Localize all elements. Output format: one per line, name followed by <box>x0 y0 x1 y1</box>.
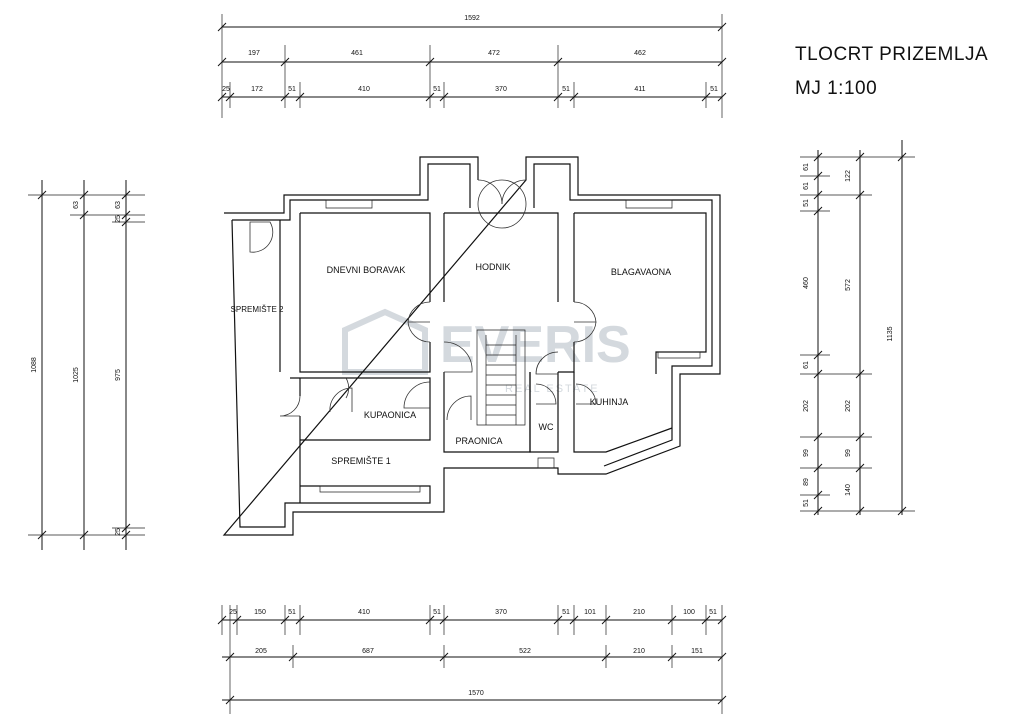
room-praonica: PRAONICA <box>455 436 502 446</box>
dim-left-small: 25 <box>115 215 122 223</box>
dim-right-inner: 61 <box>803 163 810 171</box>
dim-top-inner: 51 <box>562 86 570 93</box>
dim-right-inner: 51 <box>803 499 810 507</box>
dim-bottom-total: 1570 <box>468 690 484 697</box>
bottom-dimensions: 25 150 51 410 51 370 51 101 210 100 51 2… <box>217 605 727 714</box>
dim-left: 1088 <box>31 357 38 373</box>
room-spremiste-2: SPREMIŠTE 2 <box>231 305 284 314</box>
dim-right-mid: 122 <box>845 170 852 182</box>
dim-top-inner: 410 <box>358 86 370 93</box>
dim-right-total: 1135 <box>887 326 894 341</box>
dim-left-small: 63 <box>115 201 122 209</box>
dim-bottom-inner: 370 <box>495 609 507 616</box>
dim-bottom-mid: 210 <box>633 648 645 655</box>
watermark: EVERIS REAL ESTATE <box>342 308 631 395</box>
dim-top-inner: 370 <box>495 86 507 93</box>
dim-right-inner: 202 <box>803 400 810 412</box>
room-kupaonica: KUPAONICA <box>364 410 416 420</box>
dim-left: 1025 <box>73 367 80 383</box>
dim-top-mid: 197 <box>248 50 260 57</box>
dim-bottom-inner: 51 <box>433 609 441 616</box>
dim-top-inner: 25 <box>222 86 230 93</box>
left-dimensions: 1088 1025 975 63 63 25 25 <box>28 180 145 550</box>
room-dnevni-boravak: DNEVNI BORAVAK <box>327 265 406 275</box>
dim-right-mid: 572 <box>845 279 852 291</box>
dim-right-inner: 460 <box>803 277 810 289</box>
dim-top-mid: 472 <box>488 50 500 57</box>
dim-right-inner: 89 <box>803 478 810 486</box>
dim-bottom-mid: 687 <box>362 648 374 655</box>
dim-right-inner: 51 <box>803 199 810 207</box>
dim-bottom-inner: 410 <box>358 609 370 616</box>
dim-bottom-inner: 150 <box>254 609 266 616</box>
room-blagavaona: BLAGAVAONA <box>611 267 671 277</box>
watermark-main: EVERIS <box>440 316 631 374</box>
dim-bottom-mid: 522 <box>519 648 531 655</box>
dim-top-inner: 411 <box>634 86 645 93</box>
dim-top-inner: 172 <box>251 86 263 93</box>
dim-right-inner: 99 <box>803 449 810 457</box>
dim-right-inner: 61 <box>803 361 810 369</box>
right-dimensions: 61 61 51 460 61 202 99 89 51 122 572 202… <box>800 140 915 516</box>
doors <box>249 179 597 421</box>
dim-top-inner: 51 <box>710 86 718 93</box>
dim-top-inner: 51 <box>288 86 296 93</box>
dim-right-mid: 202 <box>845 400 852 412</box>
dim-bottom-inner: 51 <box>288 609 296 616</box>
room-hodnik: HODNIK <box>475 262 510 272</box>
walls <box>222 156 721 536</box>
dim-left-small: 25 <box>115 528 122 536</box>
dim-top-mid: 461 <box>351 50 363 57</box>
dim-bottom-inner: 210 <box>633 609 645 616</box>
dim-bottom-inner: 51 <box>709 609 717 616</box>
dim-bottom-inner: 51 <box>562 609 570 616</box>
dim-top-mid: 462 <box>634 50 646 57</box>
watermark-sub: REAL ESTATE <box>505 383 600 395</box>
dim-right-inner: 61 <box>803 182 810 190</box>
room-kuhinja: KUHINJA <box>590 397 629 407</box>
dim-left-small: 63 <box>73 201 80 209</box>
dim-right-mid: 140 <box>845 484 852 496</box>
dim-top-total: 1592 <box>464 15 480 22</box>
dim-bottom-inner: 101 <box>584 609 596 616</box>
dim-top-inner: 51 <box>433 86 441 93</box>
dim-bottom-inner: 100 <box>683 609 695 616</box>
room-labels: DNEVNI BORAVAK HODNIK BLAGAVAONA SPREMIŠ… <box>231 262 672 466</box>
dim-bottom-mid: 151 <box>691 648 703 655</box>
top-dimensions: 1592 197 461 472 462 25 172 51 410 51 37… <box>217 14 727 118</box>
dim-right-mid: 99 <box>845 449 852 457</box>
plan-title: TLOCRT PRIZEMLJA <box>795 44 988 65</box>
dim-bottom-inner: 25 <box>229 609 237 616</box>
room-wc: WC <box>539 422 554 432</box>
dim-left: 975 <box>115 369 122 381</box>
plan-scale: MJ 1:100 <box>795 78 877 99</box>
dim-bottom-mid: 205 <box>255 648 267 655</box>
room-spremiste-1: SPREMIŠTE 1 <box>331 456 391 466</box>
